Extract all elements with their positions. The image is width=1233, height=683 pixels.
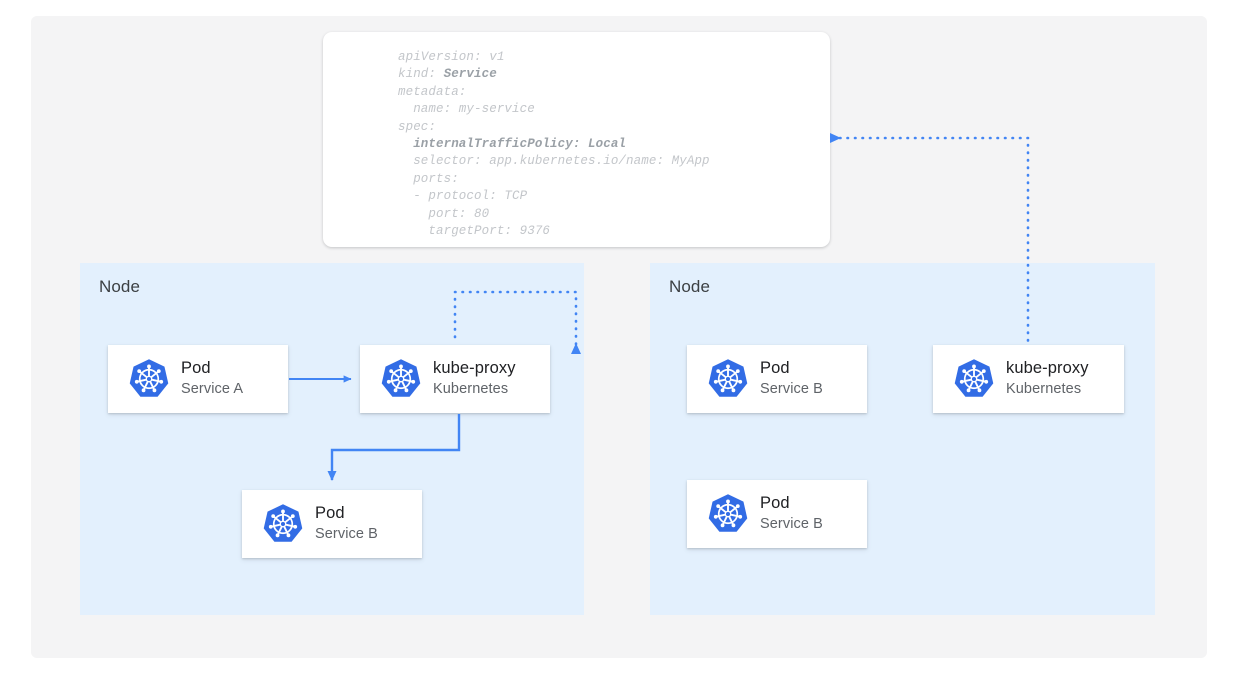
card-subtitle: Kubernetes xyxy=(433,381,509,398)
node-container-right: Node xyxy=(650,263,1155,615)
card-title: Pod xyxy=(760,359,790,378)
kubernetes-logo-icon xyxy=(380,358,422,400)
service-manifest-code: apiVersion: v1 kind: Service metadata: n… xyxy=(398,50,710,239)
kubernetes-logo-icon xyxy=(707,493,749,535)
service-manifest-card: apiVersion: v1 kind: Service metadata: n… xyxy=(323,32,830,247)
pod-card-service-b-right-bottom[interactable]: Pod Service B xyxy=(687,480,867,548)
card-title: Pod xyxy=(760,494,790,513)
node-label: Node xyxy=(669,277,711,296)
card-subtitle: Service B xyxy=(760,516,823,533)
card-text: Pod Service B xyxy=(760,493,823,535)
card-subtitle: Kubernetes xyxy=(1006,381,1082,398)
card-text: Pod Service B xyxy=(760,358,823,400)
card-title: kube-proxy xyxy=(433,359,516,378)
kubernetes-logo-icon xyxy=(128,358,170,400)
pod-card-service-b-right-top[interactable]: Pod Service B xyxy=(687,345,867,413)
card-text: kube-proxy Kubernetes xyxy=(1006,358,1089,400)
card-title: Pod xyxy=(181,359,211,378)
card-subtitle: Service A xyxy=(181,381,244,398)
card-subtitle: Service B xyxy=(315,526,378,543)
card-text: kube-proxy Kubernetes xyxy=(433,358,516,400)
kubernetes-logo-icon xyxy=(953,358,995,400)
card-subtitle: Service B xyxy=(760,381,823,398)
card-text: Pod Service B xyxy=(315,503,378,545)
kubernetes-logo-icon xyxy=(262,503,304,545)
kube-proxy-card-left[interactable]: kube-proxy Kubernetes xyxy=(360,345,550,413)
node-container-left: Node xyxy=(80,263,584,615)
card-text: Pod Service A xyxy=(181,358,243,400)
pod-card-service-b-left[interactable]: Pod Service B xyxy=(242,490,422,558)
card-title: Pod xyxy=(315,504,345,523)
kubernetes-logo-icon xyxy=(707,358,749,400)
card-title: kube-proxy xyxy=(1006,359,1089,378)
node-label: Node xyxy=(99,277,141,296)
pod-card-service-a[interactable]: Pod Service A xyxy=(108,345,288,413)
kube-proxy-card-right[interactable]: kube-proxy Kubernetes xyxy=(933,345,1124,413)
